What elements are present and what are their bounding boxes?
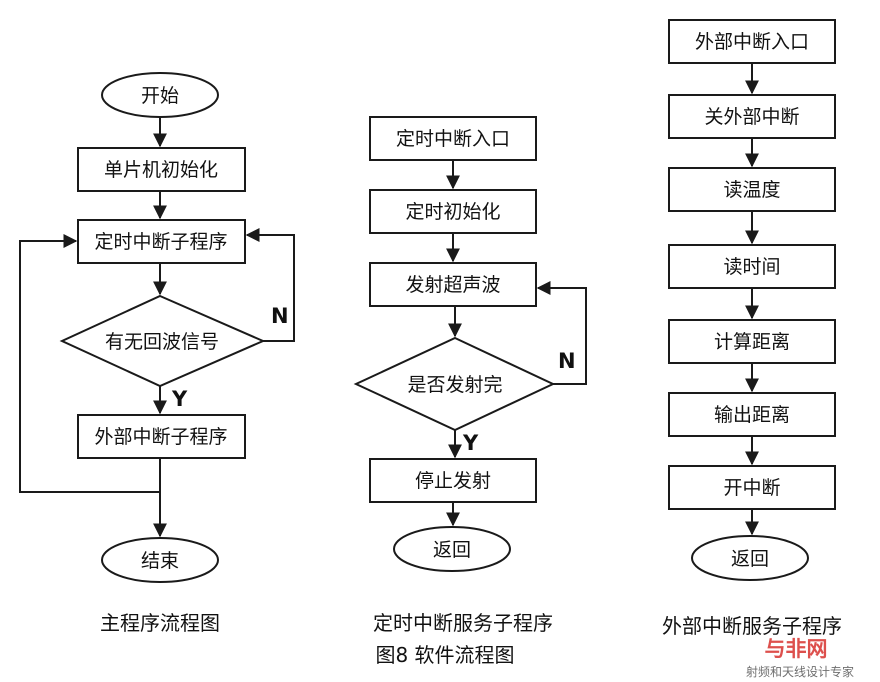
ext-return-label: 返回 bbox=[731, 548, 769, 570]
main-init-box bbox=[77, 147, 246, 192]
main-program-flowchart: 开始 单片机初始化 定时中断子程序 有无回波信号 外部中断子程序 结束 N Y … bbox=[19, 72, 295, 635]
main-caption: 主程序流程图 bbox=[100, 611, 220, 635]
ext-entry-label: 外部中断入口 bbox=[695, 31, 809, 53]
timer-stop-label: 停止发射 bbox=[415, 470, 491, 492]
watermark-subtitle: 射频和天线设计专家 bbox=[746, 664, 854, 679]
timer-init-label: 定时初始化 bbox=[405, 201, 500, 223]
timer-stop-box bbox=[369, 458, 537, 503]
ext-caption: 外部中断服务子程序 bbox=[662, 614, 842, 638]
main-edge-no-loop bbox=[245, 228, 295, 342]
main-start-label: 开始 bbox=[141, 85, 179, 107]
ext-isr-flowchart: 外部中断入口 关外部中断 读温度 读时间 计算距离 输出距离 开中断 返回 外部… bbox=[662, 19, 842, 638]
main-decision-label: 有无回波信号 bbox=[105, 331, 219, 353]
ext-calc-label: 计算距离 bbox=[714, 331, 790, 353]
ext-enable-label: 开中断 bbox=[723, 477, 780, 499]
main-timer-sub-box bbox=[77, 219, 246, 264]
ext-read-time-label: 读时间 bbox=[723, 256, 780, 278]
main-no-label: N bbox=[271, 304, 289, 328]
watermark-logo: 与非网 射频和天线设计专家 bbox=[746, 637, 854, 679]
main-end-label: 结束 bbox=[141, 550, 179, 572]
timer-return-terminal bbox=[393, 526, 511, 572]
ext-read-time-box bbox=[668, 244, 836, 289]
ext-disable-label: 关外部中断 bbox=[704, 106, 799, 128]
main-init-label: 单片机初始化 bbox=[104, 159, 218, 181]
ext-output-box bbox=[668, 392, 836, 437]
timer-return-label: 返回 bbox=[433, 539, 471, 561]
main-ext-sub-label: 外部中断子程序 bbox=[94, 426, 227, 448]
main-edge-loop-back bbox=[19, 234, 161, 493]
timer-entry-label: 定时中断入口 bbox=[396, 128, 510, 150]
timer-entry-box bbox=[369, 116, 537, 161]
main-yes-label: Y bbox=[171, 387, 188, 411]
ext-read-temp-label: 读温度 bbox=[723, 179, 780, 201]
ext-output-label: 输出距离 bbox=[714, 404, 790, 426]
ext-read-temp-box bbox=[668, 167, 836, 212]
main-ext-sub-box bbox=[77, 414, 246, 459]
main-timer-sub-label: 定时中断子程序 bbox=[94, 231, 227, 253]
ext-enable-box bbox=[668, 465, 836, 510]
timer-yes-label: Y bbox=[462, 431, 479, 455]
timer-edge-no-loop bbox=[536, 281, 587, 385]
timer-caption: 定时中断服务子程序 bbox=[373, 611, 553, 635]
timer-isr-flowchart: 定时中断入口 定时初始化 发射超声波 是否发射完 停止发射 返回 N Y 定时中… bbox=[353, 116, 587, 667]
figure-caption: 图8 软件流程图 bbox=[375, 643, 514, 667]
ext-calc-box bbox=[668, 319, 836, 364]
ext-entry-box bbox=[668, 19, 836, 64]
ext-return-terminal bbox=[691, 535, 809, 581]
timer-decision-label: 是否发射完 bbox=[407, 374, 502, 396]
timer-no-label: N bbox=[558, 349, 576, 373]
timer-emit-box bbox=[369, 262, 537, 307]
timer-emit-label: 发射超声波 bbox=[405, 274, 500, 296]
watermark-logo-text: 与非网 bbox=[765, 637, 828, 661]
main-end-terminal bbox=[101, 537, 219, 583]
